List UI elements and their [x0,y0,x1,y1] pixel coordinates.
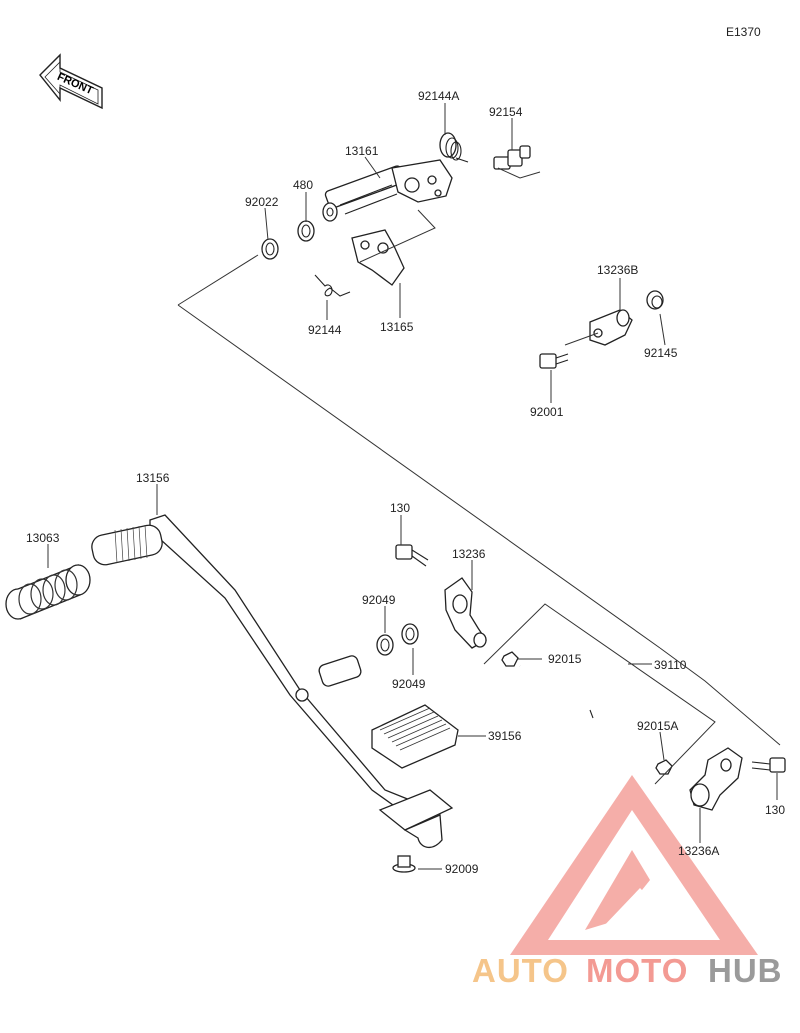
label-39156: 39156 [488,729,522,743]
spring-92144A [439,132,469,163]
label-92049-a: 92049 [362,593,396,607]
watermark-auto: AUTO [472,952,569,989]
label-13236B: 13236B [597,263,638,277]
label-130-left: 130 [390,501,410,515]
shift-shaft-13161 [322,159,453,222]
label-92049-b: 92049 [392,677,426,691]
automotohub-logo [510,775,758,955]
seal-92049-b [401,623,419,645]
seal-92049-a [376,634,394,656]
label-92009: 92009 [445,862,479,876]
screw-92009 [392,855,416,873]
pad-39156 [371,704,459,769]
label-39110: 39110 [654,658,687,672]
label-13161: 13161 [345,144,379,158]
part-labels: 92144A 92154 13161 480 92022 92144 13165… [26,89,785,876]
label-92145: 92145 [644,346,678,360]
watermark-moto: MOTO [586,952,688,989]
diagram-code: E1370 [726,25,761,39]
label-13063: 13063 [26,531,60,545]
rod-39110 [519,664,661,764]
label-92144A: 92144A [418,89,459,103]
stopper-13236B [589,309,633,346]
label-92015: 92015 [548,652,582,666]
bolt-130-left [395,544,429,567]
label-13165: 13165 [380,320,414,334]
nut-92015 [501,651,519,667]
label-92144: 92144 [308,323,342,337]
bolt-92001 [539,353,569,369]
label-130-right: 130 [765,803,785,817]
washer-480 [297,220,315,242]
leader-lines [47,103,781,870]
plate-13165 [351,229,405,286]
label-13236: 13236 [452,547,486,561]
label-92022: 92022 [245,195,279,209]
front-arrow-icon: FRONT [39,53,103,110]
arm-13236A [689,747,743,811]
washer-92022 [261,238,279,260]
label-92154: 92154 [489,105,523,119]
bolt-130-right [751,757,786,773]
label-92015A: 92015A [637,719,678,733]
watermark-hub: HUB [708,952,783,989]
label-13236A: 13236A [678,844,719,858]
label-13156: 13156 [136,471,170,485]
label-92001: 92001 [530,405,564,419]
label-480: 480 [293,178,313,192]
pin-92154 [493,145,531,170]
spring-92145 [646,290,664,310]
watermark-text: AUTO MOTO HUB [472,952,783,989]
rubber-13063 [5,564,91,620]
arm-13236 [444,577,487,649]
shift-pedal-13156 [91,514,454,848]
spring-92144 [314,274,351,297]
